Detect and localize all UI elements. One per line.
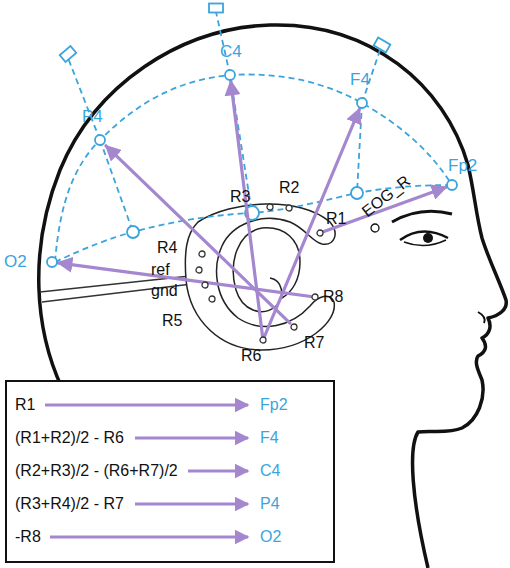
channel-label: gnd xyxy=(151,283,178,299)
pupil xyxy=(423,233,433,243)
electrode-circle xyxy=(267,204,273,210)
dipole-arrow xyxy=(265,109,360,336)
dipole-arrow xyxy=(231,81,263,336)
mapping-arrow xyxy=(45,404,248,407)
electrode-circle xyxy=(317,230,323,236)
scalp-electrode: P4 xyxy=(94,134,106,146)
electrode-name: C4 xyxy=(260,463,280,479)
electrode-outline xyxy=(94,134,106,146)
cap-marker xyxy=(60,46,77,62)
electrode-circle xyxy=(47,257,57,267)
electrode-circle xyxy=(371,224,379,232)
electrode-name: F4 xyxy=(260,430,279,446)
mapping-arrow xyxy=(50,536,248,539)
formula-text: (R3+R4)/2 - R7 xyxy=(15,496,124,512)
electrode-outline xyxy=(285,204,293,212)
electrode-name: O2 xyxy=(260,529,281,545)
channel-label: R5 xyxy=(162,313,182,329)
scalp-electrode: F4 xyxy=(356,97,368,109)
mapping-arrow xyxy=(188,470,248,473)
electrode-name: O2 xyxy=(4,253,27,270)
electrode-circle xyxy=(260,337,266,343)
electrode-outline xyxy=(316,229,324,237)
dipole-arrow xyxy=(58,263,311,297)
cap-marker xyxy=(209,4,223,13)
grid-electrode xyxy=(127,226,139,238)
channel-label: R4 xyxy=(157,240,177,256)
electrode-outline xyxy=(259,336,267,344)
electrode-outline xyxy=(198,250,206,258)
electrode-outline xyxy=(201,281,209,289)
channel-label: R1 xyxy=(326,211,346,227)
ear-electrode: R4 xyxy=(198,250,206,258)
channel-label: R3 xyxy=(230,189,250,205)
electrode-name: F4 xyxy=(350,71,370,88)
scalp-electrode: O2 xyxy=(46,256,58,268)
channel-label: R7 xyxy=(304,335,324,351)
mapping-arrow xyxy=(135,437,248,440)
electrode-grid-line xyxy=(68,58,100,140)
ear-electrode: ref xyxy=(195,266,203,274)
channel-label: R2 xyxy=(279,180,299,196)
nostril xyxy=(478,312,485,323)
formula-text: (R2+R3)/2 - (R6+R7)/2 xyxy=(15,463,178,479)
formula-text: -R8 xyxy=(15,529,41,545)
ear-electrode: R1 xyxy=(316,229,324,237)
electrode-name: Fp2 xyxy=(260,397,288,413)
electrode-circle xyxy=(447,180,457,190)
ear-electrode: R6 xyxy=(259,336,267,344)
electrode-name: Fp2 xyxy=(448,157,477,174)
electrode-grid-line xyxy=(55,74,452,262)
channel-label: R6 xyxy=(241,348,261,364)
ear-electrode: R7 xyxy=(290,323,298,331)
electrode-outline xyxy=(311,293,319,301)
electrode-name: P4 xyxy=(260,496,280,512)
electrode-outline xyxy=(290,323,298,331)
electrode-circle xyxy=(202,282,208,288)
electrode-circle xyxy=(199,251,205,257)
channel-label: R8 xyxy=(323,289,343,305)
electrode-outline xyxy=(208,295,216,303)
electrode-name: P4 xyxy=(82,108,103,125)
electrode-outline xyxy=(446,179,458,191)
dipole-arrow xyxy=(106,146,290,323)
electrode-circle xyxy=(209,296,215,302)
electrode-outline xyxy=(195,266,203,274)
electrode-outline xyxy=(224,69,236,81)
ear-electrode: R8 xyxy=(311,293,319,301)
electrode-outline xyxy=(46,256,58,268)
channel-label: EOG_R xyxy=(359,173,413,220)
grid-electrode xyxy=(351,187,363,199)
ear-electrode: gnd xyxy=(201,281,209,289)
cable-wire xyxy=(42,284,192,302)
electrode-circle xyxy=(357,98,367,108)
eyebrow xyxy=(392,211,452,222)
electrode-circle xyxy=(95,135,105,145)
mapping-arrow xyxy=(135,503,248,506)
ear-electrode: R5 xyxy=(208,295,216,303)
formula-text: R1 xyxy=(15,397,35,413)
formula-text: (R1+R2)/2 - R6 xyxy=(15,430,124,446)
scalp-electrode: Fp2 xyxy=(446,179,458,191)
scalp-electrode: C4 xyxy=(224,69,236,81)
channel-label: ref xyxy=(151,262,170,278)
electrode-circle xyxy=(312,294,318,300)
cap-marker xyxy=(374,38,391,53)
eog-electrode: EOG_R xyxy=(370,223,380,233)
electrode-circle xyxy=(291,324,297,330)
electrode-name: C4 xyxy=(220,43,242,60)
electrode-circle xyxy=(225,70,235,80)
electrode-circle xyxy=(196,267,202,273)
ear-electrode: R2 xyxy=(285,204,293,212)
electrode-outline xyxy=(356,97,368,109)
electrode-outline xyxy=(370,223,380,233)
electrode-circle xyxy=(286,205,292,211)
ear-electrode: R3 xyxy=(266,203,274,211)
electrode-outline xyxy=(266,203,274,211)
